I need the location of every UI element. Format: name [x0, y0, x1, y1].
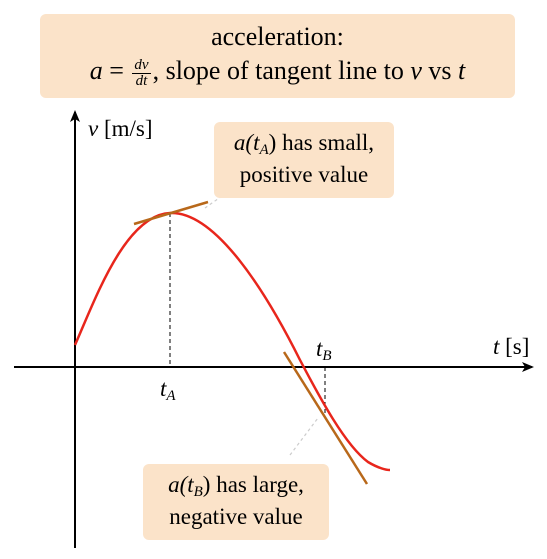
tangent-line-b: [282, 351, 369, 485]
tA-main: t: [160, 376, 167, 401]
callout-a-subscript: A: [259, 142, 269, 158]
t-axis-variable: t: [493, 334, 500, 359]
callout-a-suffix: ) has small,: [268, 130, 375, 155]
tangent-line-a: [133, 200, 209, 226]
velocity-curve: [73, 211, 391, 472]
tB-tick-label: tB: [316, 336, 332, 365]
callout-b-suffix: ) has large,: [202, 472, 304, 497]
callout-a-t: t: [253, 130, 260, 155]
title-t-variable: t: [458, 56, 466, 85]
callout-a-prefix: a(: [233, 130, 254, 155]
callout-b: a(tB) has large, negative value: [143, 464, 329, 540]
tA-tick-label: tA: [160, 376, 176, 405]
callout-b-line-1: a(tB) has large,: [143, 472, 329, 501]
callout-b-line-2: negative value: [169, 504, 303, 529]
tB-subscript: B: [322, 348, 332, 364]
callout-b-t: t: [187, 472, 194, 497]
callout-b-leader: [289, 417, 319, 456]
callout-b-subscript: B: [193, 484, 203, 500]
t-axis-label: t [s]: [493, 334, 529, 360]
title-a-variable: a: [89, 56, 103, 85]
fraction-numerator: dv: [132, 56, 151, 74]
v-axis-unit: [m/s]: [98, 116, 153, 141]
tA-subscript: A: [166, 388, 176, 404]
callout-b-prefix: a(: [168, 472, 188, 497]
title-equals: =: [102, 56, 131, 85]
title-vs: vs: [421, 56, 459, 85]
fraction-denominator: dt: [135, 72, 148, 89]
title-line-1: acceleration:: [211, 22, 344, 51]
title-rest: , slope of tangent line to: [152, 56, 411, 85]
callout-a-line-2: positive value: [239, 162, 369, 187]
title-v-variable: v: [410, 56, 422, 85]
callout-a: a(tA) has small, positive value: [214, 122, 394, 198]
v-axis-variable: v: [88, 116, 99, 141]
tB-main: t: [316, 336, 323, 361]
v-axis-label: v [m/s]: [88, 116, 153, 142]
callout-a-line-1: a(tA) has small,: [214, 130, 394, 159]
t-axis-unit: [s]: [499, 334, 530, 359]
